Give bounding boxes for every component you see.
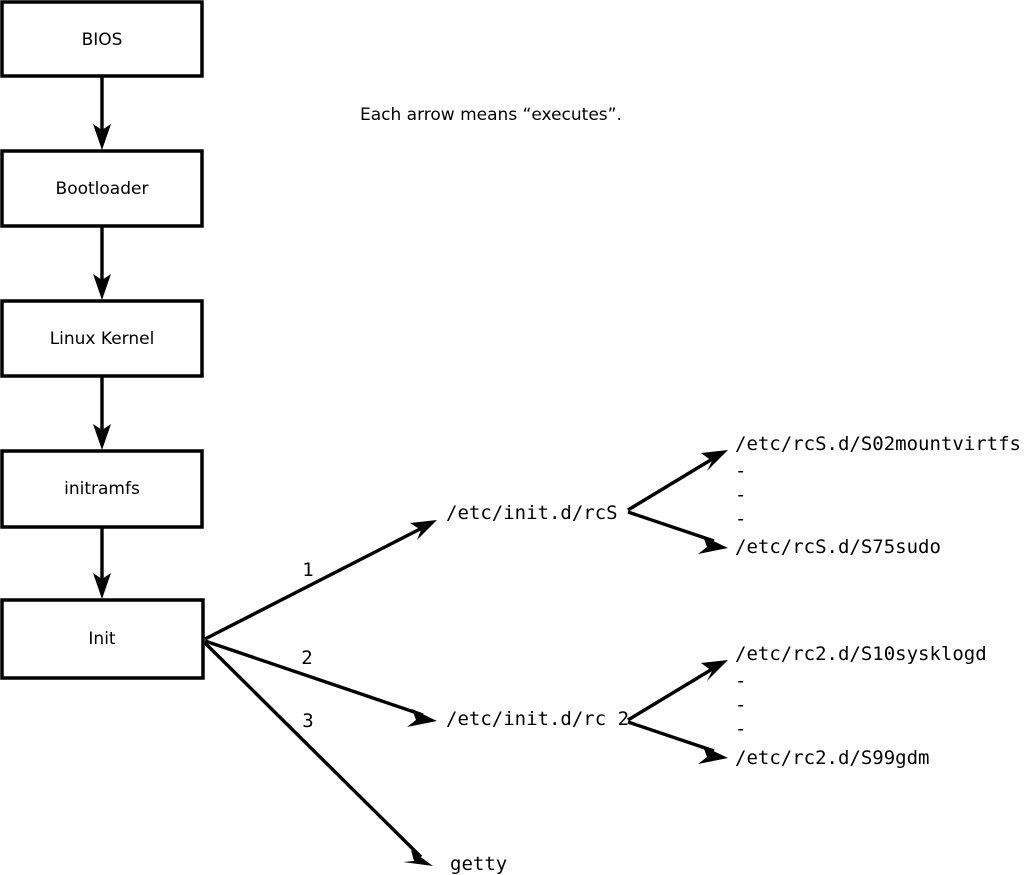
node-initramfs[interactable]: initramfs <box>0 449 204 529</box>
node-bios[interactable]: BIOS <box>0 0 204 78</box>
edge-rcs-to-first <box>627 450 728 512</box>
node-bootloader-rect <box>0 149 204 228</box>
diagram-caption: Each arrow means “executes”. <box>360 105 622 125</box>
arrow-head-icon <box>701 660 728 681</box>
arrow-head-icon <box>403 850 433 866</box>
node-rc2-first-label: /etc/rc2.d/S10sysklogd <box>735 643 987 665</box>
edge-number-2: 2 <box>301 647 312 669</box>
arrow-head-icon <box>93 424 111 450</box>
ellipsis-dash: - <box>735 694 746 716</box>
arrow-head-icon <box>93 124 111 150</box>
edge-number-3: 3 <box>302 710 313 732</box>
edge-init-to-rcs <box>204 520 437 641</box>
node-bootloader[interactable]: Bootloader <box>0 149 204 228</box>
node-rc2-label: /etc/init.d/rc 2 <box>446 708 629 730</box>
node-rcs-label: /etc/init.d/rcS <box>446 502 618 524</box>
node-init-label: Init <box>88 629 116 649</box>
edge-init-to-rc2 <box>204 639 437 727</box>
arrow-head-icon <box>698 536 728 554</box>
ellipsis-dash: - <box>735 670 746 692</box>
arrow-head-icon <box>93 573 111 599</box>
edge-rcs-to-last <box>627 510 728 554</box>
edge-initramfs-to-init <box>93 527 111 599</box>
ellipsis-dash: - <box>735 508 746 530</box>
node-getty-label: getty <box>450 853 507 875</box>
edge-bootloader-to-kernel <box>93 226 111 300</box>
edge-number-1: 1 <box>302 559 313 581</box>
edge-init-to-getty <box>203 641 433 866</box>
node-rcs-last-label: /etc/rcS.d/S75sudo <box>735 536 941 558</box>
node-initramfs-rect <box>0 449 204 529</box>
node-linux-kernel[interactable]: Linux Kernel <box>0 299 204 378</box>
ellipsis-dash: - <box>735 460 746 482</box>
node-init[interactable]: Init <box>0 598 205 680</box>
arrow-head-icon <box>410 520 437 540</box>
node-bootloader-label: Bootloader <box>56 179 149 199</box>
arrow-head-icon <box>407 709 437 727</box>
node-init-rect <box>0 598 205 680</box>
node-rc2-last-label: /etc/rc2.d/S99gdm <box>735 747 929 769</box>
ellipsis-dash: - <box>735 718 746 740</box>
node-bios-rect <box>0 0 204 78</box>
arrow-head-icon <box>93 274 111 300</box>
node-bios-label: BIOS <box>82 30 123 50</box>
edge-rc2-to-last <box>627 720 728 764</box>
edge-kernel-to-initramfs <box>93 376 111 450</box>
arrow-head-icon <box>698 746 728 764</box>
node-linux-kernel-label: Linux Kernel <box>50 329 155 349</box>
node-initramfs-label: initramfs <box>64 479 140 499</box>
arrow-head-icon <box>701 450 728 471</box>
node-rcs-first-label: /etc/rcS.d/S02mountvirtfs <box>735 433 1021 455</box>
node-linux-kernel-rect <box>0 299 204 378</box>
edge-rc2-to-first <box>627 660 728 722</box>
ellipsis-dash: - <box>735 484 746 506</box>
edge-bios-to-bootloader <box>93 76 111 150</box>
